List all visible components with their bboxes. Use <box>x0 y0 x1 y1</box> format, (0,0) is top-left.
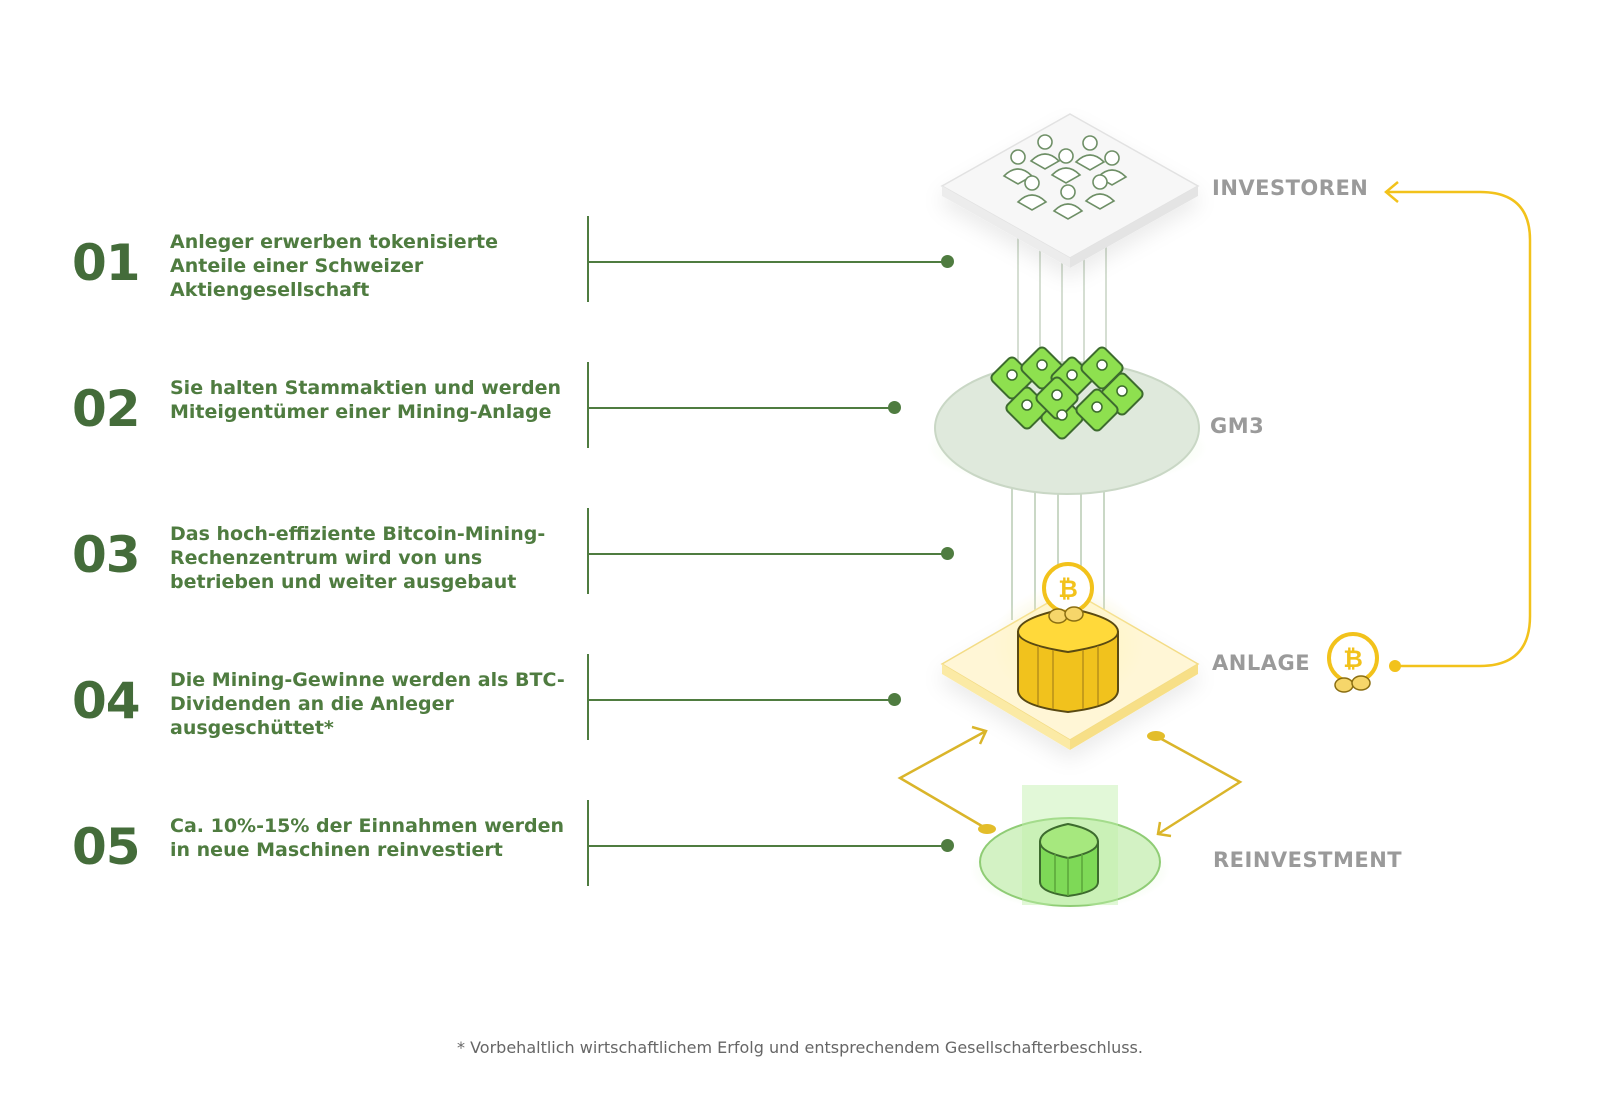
svg-text:₿: ₿ <box>1058 575 1078 603</box>
step-bracket <box>587 800 589 886</box>
step-connector <box>589 845 944 847</box>
bitcoin-coin-icon: ₿ <box>1042 562 1094 624</box>
step-number: 01 <box>72 234 141 292</box>
step-number: 05 <box>72 818 141 876</box>
step-number: 04 <box>72 672 141 730</box>
step-number: 03 <box>72 526 141 584</box>
step-connector-dot <box>888 401 901 414</box>
step-bracket <box>587 362 589 448</box>
step-connector-dot <box>888 693 901 706</box>
step-text: Das hoch-effiziente Bitcoin-Mining-Reche… <box>170 523 546 593</box>
mining-machine <box>1016 606 1120 714</box>
step-bracket <box>587 216 589 302</box>
step-05: 05 Ca. 10%-15% der Einnahmen werden in n… <box>0 800 990 922</box>
step-connector <box>589 699 891 701</box>
step-text: Anleger erwerben tokenisierte Anteile ei… <box>170 231 499 301</box>
step-connector <box>589 407 891 409</box>
label-anlage: ANLAGE <box>1212 651 1311 675</box>
step-number: 02 <box>72 380 141 438</box>
step-connector <box>589 553 944 555</box>
gm3-shareholder-tiles <box>990 346 1144 440</box>
step-01: 01 Anleger erwerben tokenisierte Anteile… <box>0 216 990 338</box>
step-03: 03 Das hoch-effiziente Bitcoin-Mining-Re… <box>0 508 990 630</box>
label-investors: INVESTOREN <box>1212 176 1369 200</box>
step-connector-dot <box>941 839 954 852</box>
step-bracket <box>587 508 589 594</box>
dividend-return-dot <box>1389 660 1401 672</box>
investor-people-icons <box>1002 134 1128 220</box>
step-text: Die Mining-Gewinne werden als BTC-Divide… <box>170 669 565 739</box>
reinvest-machine <box>1038 822 1100 898</box>
step-02: 02 Sie halten Stammaktien und werden Mit… <box>0 362 990 484</box>
step-04: 04 Die Mining-Gewinne werden als BTC-Div… <box>0 654 990 776</box>
step-connector-dot <box>941 255 954 268</box>
label-gm3: GM3 <box>1210 414 1265 438</box>
svg-text:₿: ₿ <box>1343 645 1363 673</box>
step-bracket <box>587 654 589 740</box>
step-text: Sie halten Stammaktien und werden Miteig… <box>170 377 562 423</box>
reinvest-cycle-arrows <box>897 725 1243 838</box>
dividend-bitcoin-icon: ₿ <box>1327 632 1379 693</box>
step-connector <box>589 261 944 263</box>
dividend-return-arrow <box>1384 181 1532 668</box>
footnote: * Vorbehaltlich wirtschaftlichem Erfolg … <box>457 1038 1143 1057</box>
step-connector-dot <box>941 547 954 560</box>
step-text: Ca. 10%-15% der Einnahmen werden in neue… <box>170 815 565 861</box>
label-reinvestment: REINVESTMENT <box>1213 848 1403 872</box>
